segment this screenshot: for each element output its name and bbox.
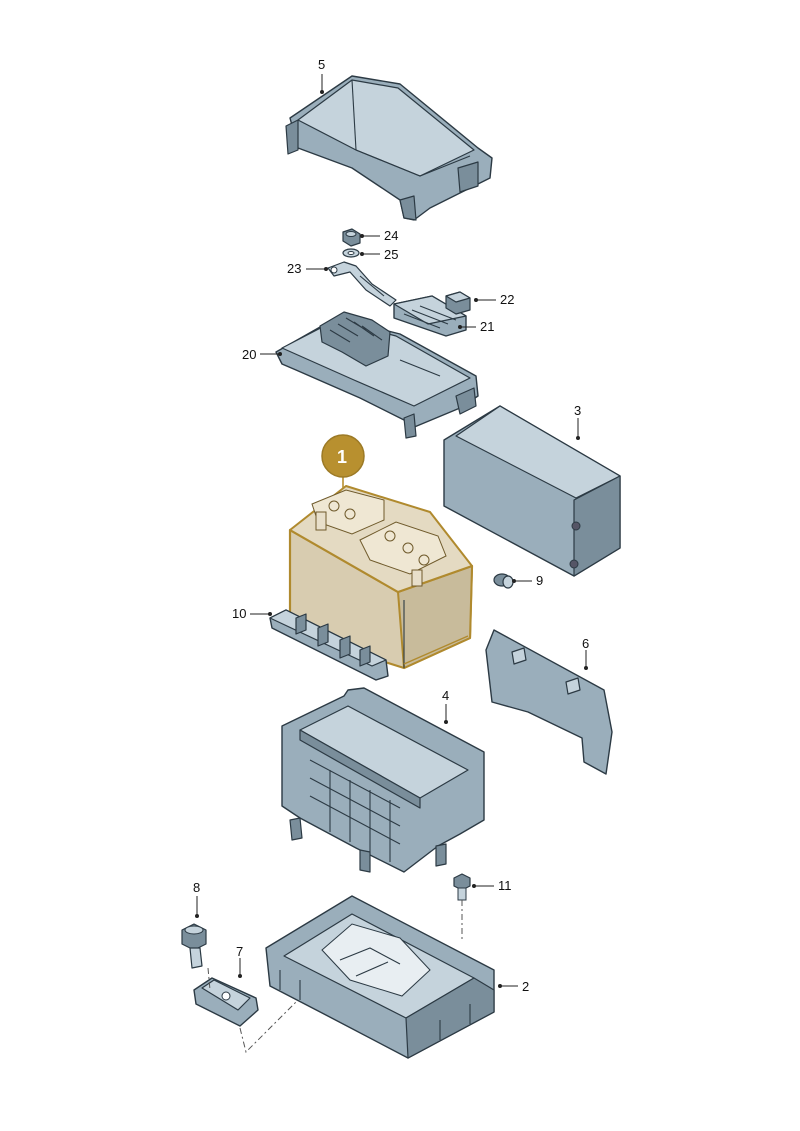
part-5-battery-cover[interactable]	[285, 75, 493, 221]
part-10-retaining-strip[interactable]	[269, 609, 389, 681]
part-8-bolt[interactable]	[181, 923, 207, 969]
highlight-badge-label: 1	[337, 447, 347, 467]
callout-10: 10	[232, 606, 246, 621]
callout-20: 20	[242, 347, 256, 362]
part-11-bolt[interactable]	[453, 873, 471, 901]
callout-9: 9	[536, 573, 543, 588]
callout-22: 22	[500, 292, 514, 307]
callout-3: 3	[574, 403, 581, 418]
callout-4: 4	[442, 688, 449, 703]
part-23-connector-strip[interactable]	[327, 261, 397, 307]
part-25-washer[interactable]	[342, 248, 360, 258]
callout-5: 5	[318, 57, 325, 72]
part-9-plug[interactable]	[493, 573, 514, 589]
part-20-terminal-carrier[interactable]	[275, 311, 479, 439]
callout-25: 25	[384, 247, 398, 262]
part-3-thermal-sleeve[interactable]	[443, 405, 621, 577]
part-2-base-tray[interactable]	[265, 895, 495, 1059]
part-22-fuse[interactable]	[445, 291, 471, 315]
part-6-cover-plate[interactable]	[485, 629, 613, 775]
callout-11: 11	[498, 878, 512, 893]
highlight-badge[interactable]	[321, 434, 365, 478]
callout-2: 2	[522, 979, 529, 994]
callout-21: 21	[480, 319, 494, 334]
callout-6: 6	[582, 636, 589, 651]
part-4-battery-tray[interactable]	[281, 687, 485, 873]
callout-7: 7	[236, 944, 243, 959]
part-24-nut[interactable]	[342, 228, 361, 247]
part-7-clamp-plate[interactable]	[193, 977, 259, 1027]
callout-23: 23	[287, 261, 301, 276]
callout-24: 24	[384, 228, 398, 243]
callout-8: 8	[193, 880, 200, 895]
